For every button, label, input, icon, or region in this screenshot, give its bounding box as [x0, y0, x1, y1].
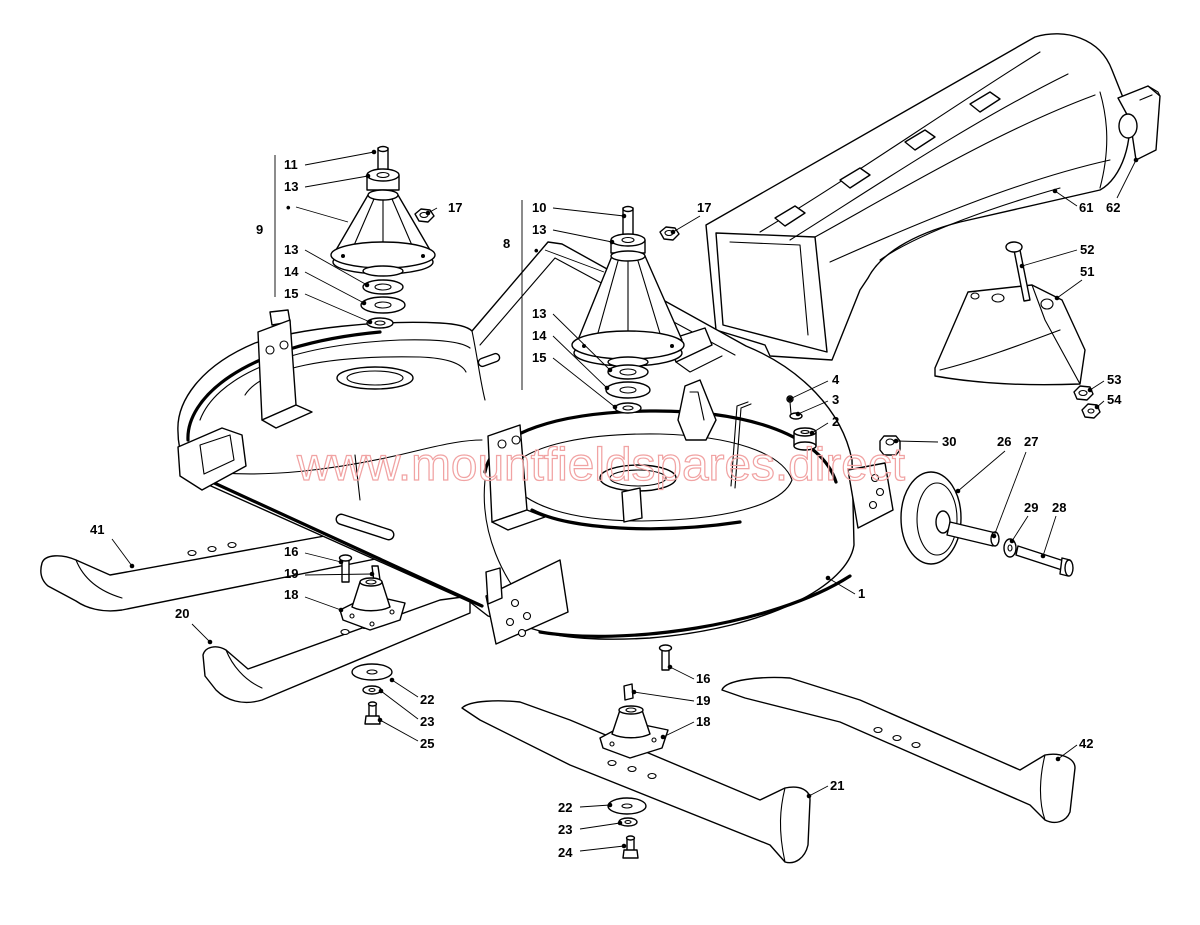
washer-23-left: [362, 685, 382, 695]
leader-lines: [111, 149, 1139, 852]
watermark-text: www.mountfieldspares.direct: [296, 438, 905, 490]
chute-opening: [715, 232, 828, 353]
callout-18: 18: [696, 714, 710, 729]
callout-30: 30: [942, 434, 956, 449]
callout-22: 22: [558, 800, 572, 815]
callout-16: 16: [284, 544, 298, 559]
callout-23: 23: [558, 822, 572, 837]
washer-22-left: [351, 663, 393, 681]
callout-62: 62: [1106, 200, 1120, 215]
callout-13: 13: [532, 222, 546, 237]
callout-52: 52: [1080, 242, 1094, 257]
callout-10: 10: [532, 200, 546, 215]
spindle-flange: [571, 330, 685, 360]
callouts: 11 13 • 9 17 13 14 15 10 13 • 8 17 13 14…: [90, 157, 1122, 860]
callout-bullet: •: [534, 243, 539, 258]
callout-16: 16: [696, 671, 710, 686]
callout-54: 54: [1107, 392, 1122, 407]
callout-1: 1: [858, 586, 865, 601]
callout-14: 14: [532, 328, 547, 343]
callout-22: 22: [420, 692, 434, 707]
deck-bracket-left-top: [257, 309, 313, 429]
discharge-chute-61: [705, 33, 1131, 361]
callout-13: 13: [532, 306, 546, 321]
bolt-25: [364, 701, 381, 725]
left-spindle-hole: [336, 366, 414, 390]
callout-4: 4: [832, 372, 840, 387]
deck-bracket-right: [847, 462, 894, 529]
callout-17: 17: [448, 200, 462, 215]
deck-wheel-26: [900, 471, 962, 565]
callout-26: 26: [997, 434, 1011, 449]
deck-rod: [730, 401, 752, 489]
callout-15: 15: [532, 350, 546, 365]
spindle-assembly-9: [330, 145, 436, 329]
callout-15: 15: [284, 286, 298, 301]
blade-hub-18-right: [599, 705, 669, 759]
blade-42: [721, 676, 1076, 824]
deck-upright-bracket: [677, 379, 717, 441]
spindle-assembly-8: [571, 205, 685, 414]
group-brackets: [274, 155, 523, 390]
callout-14: 14: [284, 264, 299, 279]
bushing-2: [793, 427, 817, 451]
callout-23: 23: [420, 714, 434, 729]
callout-9: 9: [256, 222, 263, 237]
blade-20: [202, 595, 471, 704]
callout-bullet: •: [286, 200, 291, 215]
callout-51: 51: [1080, 264, 1094, 279]
callout-19: 19: [696, 693, 710, 708]
callout-8: 8: [503, 236, 510, 251]
deck-bracket-front: [485, 559, 569, 645]
callout-13: 13: [284, 179, 298, 194]
blade-21: [461, 700, 811, 864]
callout-25: 25: [420, 736, 434, 751]
spindle-flange: [330, 241, 436, 269]
washer-29: [1003, 538, 1017, 558]
callout-11: 11: [284, 157, 298, 172]
blade-hub-18-left: [339, 577, 406, 631]
bolt-16-right: [658, 644, 673, 671]
callout-42: 42: [1079, 736, 1093, 751]
axle-sleeve-27: [946, 521, 1000, 547]
chute-bracket-62: [1117, 85, 1161, 161]
bolt-28: [1015, 545, 1074, 577]
callout-28: 28: [1052, 500, 1066, 515]
flap-pin-52: [1005, 241, 1031, 302]
callout-20: 20: [175, 606, 189, 621]
callout-17: 17: [697, 200, 711, 215]
nut-17-right: [659, 226, 680, 241]
chute-flap-51: [934, 284, 1086, 386]
callout-24: 24: [558, 845, 573, 860]
callout-19: 19: [284, 566, 298, 581]
callout-3: 3: [832, 392, 839, 407]
deck-bracket-center: [487, 424, 546, 531]
deck-bracket-left-side: [177, 427, 247, 491]
key-19-right: [623, 683, 634, 701]
bolt-16-left: [338, 554, 353, 583]
bolt-24: [622, 835, 639, 859]
callout-21: 21: [830, 778, 844, 793]
callout-53: 53: [1107, 372, 1121, 387]
callout-13: 13: [284, 242, 298, 257]
callout-27: 27: [1024, 434, 1038, 449]
callout-18: 18: [284, 587, 298, 602]
washer-22-right: [607, 797, 647, 815]
callout-41: 41: [90, 522, 104, 537]
callout-2: 2: [832, 414, 839, 429]
callout-29: 29: [1024, 500, 1038, 515]
callout-61: 61: [1079, 200, 1093, 215]
